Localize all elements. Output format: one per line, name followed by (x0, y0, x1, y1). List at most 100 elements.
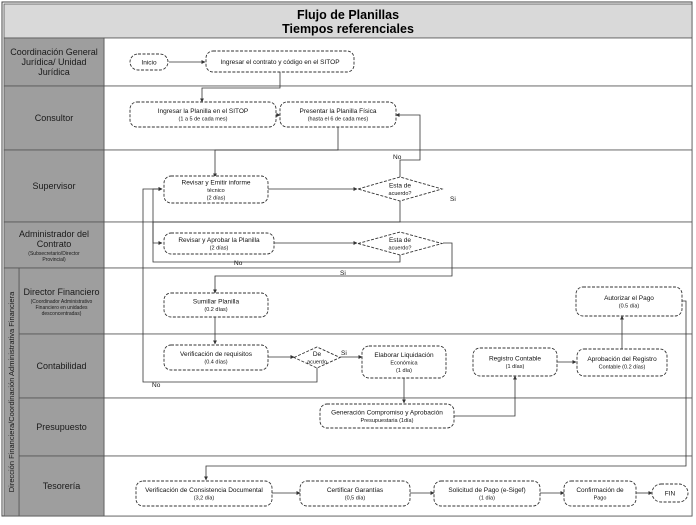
node-text: Verificación de Consistencia Documental (145, 487, 263, 494)
node-esta-acuerdo-2: Esta de acuerdo? (356, 231, 444, 256)
node-text: Autorizar el Pago (604, 295, 654, 302)
node-text: Pago (594, 496, 607, 502)
node-text: (2 días) (207, 195, 226, 201)
node-text: acuerdo (307, 360, 327, 366)
node-text: Aprobación del Registro (587, 356, 657, 363)
lane-header (3, 85, 105, 151)
node-text: Solicitud de Pago (e-Sigef) (448, 487, 525, 494)
node-ingresar-planilla: Ingresar la Planilla en el SITOP (1 a 5 d… (129, 101, 277, 128)
edge-decision1-no (395, 113, 421, 177)
edge-label-si-2: Si (340, 270, 346, 277)
node-verificacion-consistencia: Verificación de Consistencia Documental (… (135, 480, 273, 507)
node-text: Revisar y Emitir informe (182, 179, 251, 186)
edge-label-si-1: Si (450, 196, 456, 203)
node-text: (1 a 5 de cada mes) (179, 117, 228, 123)
node-text: Ingresar la Planilla en el SITOP (158, 108, 249, 115)
lane-sublabel: (Subsecretario/Director (28, 251, 80, 257)
node-text: (0.4 días) (204, 360, 227, 366)
node-registro-contable: Registro Contable(1 días) (472, 347, 558, 377)
node-text: Revisar y Aprobar la Planilla (178, 237, 260, 244)
edge-label-no-3: No (152, 382, 161, 389)
node-certificar-garantias: Certificar Garantías (0,5 día) (299, 480, 411, 507)
node-text: Inicio (141, 59, 157, 66)
node-revisar-aprobar: Revisar y Aprobar la Planilla (2 días) (163, 232, 275, 255)
edge-autorizar-verificacion (204, 300, 687, 481)
node-text: Elaborar Liquidación (374, 352, 434, 359)
lane-header (18, 267, 105, 335)
lane-label: Tesorería (43, 481, 81, 491)
lane-2: Supervisor (3, 149, 693, 223)
node-verificacion-requisitos: Verificación de requisitos(0.4 días) (163, 344, 269, 371)
lane-header (18, 455, 105, 517)
node-text: (1 días) (506, 364, 525, 370)
node-inicio: Inicio (129, 53, 169, 71)
node-text: Generación Compromiso y Aprobación (331, 410, 443, 417)
lane-header (18, 333, 105, 399)
edge-deacuerdo-no (142, 187, 318, 383)
diagram-title: Flujo de Planillas (297, 8, 399, 22)
lane-label: Presupuesto (36, 422, 87, 432)
lane-label: Supervisor (32, 181, 75, 191)
node-text: (0.5 día) (619, 304, 640, 310)
lane-sublabel: Financiero en unidades (36, 305, 88, 311)
node-ingresar-contrato: Ingresar el contrato y código en el SITO… (205, 50, 355, 73)
node-presentar-planilla: Presentar la Planilla Física (hasta el 6 … (279, 101, 397, 128)
lane-header (18, 397, 105, 457)
node-text: técnico (207, 188, 224, 194)
node-text: (1 día) (396, 368, 412, 374)
node-text: Económica (390, 360, 418, 366)
node-text: Presentar la Planilla Física (300, 108, 377, 115)
node-text: acuerdo? (389, 191, 412, 197)
node-confirmacion-pago: Confirmación de Pago (563, 480, 637, 507)
node-text: De (313, 351, 322, 358)
financial-group-bar: Dirección Financiera/Coordinación Admini… (3, 267, 20, 517)
lane-label: Contrato (37, 239, 72, 249)
node-revisar-emitir: Revisar y Emitir informe técnico(2 días) (163, 175, 269, 204)
node-text: (2 días) (210, 246, 229, 252)
lane-header (3, 149, 105, 223)
node-text: Confirmación de (576, 487, 624, 494)
lane-label: Director Financiero (23, 287, 99, 297)
diagram-subtitle: Tiempos referenciales (282, 22, 414, 36)
node-generacion-compromiso: Generación Compromiso y AprobaciónPresup… (319, 403, 455, 429)
node-text: Certificar Garantías (327, 487, 384, 494)
node-text: acuerdo? (389, 246, 412, 252)
node-text: (0,5 día) (345, 496, 366, 502)
lane-sublabel: Provincial) (42, 257, 66, 263)
edge-label-no-2: No (234, 260, 243, 267)
node-text: Ingresar el contrato y código en el SITO… (220, 59, 339, 66)
edge-compromiso-registro (454, 375, 517, 417)
node-solicitud-pago: Solicitud de Pago (e-Sigef) (1 día) (433, 480, 541, 507)
lane-label: Consultor (35, 113, 74, 123)
node-text: (hasta el 6 de cada mes) (308, 117, 369, 123)
node-sumillar: Sumillar Planilla(0.2 días) (163, 292, 269, 318)
node-text: (3,2 día) (194, 496, 215, 502)
edge-label-no-1: No (393, 154, 402, 161)
node-text: Contable (0.2 días) (599, 365, 646, 371)
node-text: Sumillar Planilla (193, 299, 240, 306)
lane-label: Administrador del (19, 229, 89, 239)
edge-label-si-3: Si (341, 350, 347, 357)
lane-label: Contabilidad (36, 361, 86, 371)
lane-sublabel: (Coordinador Administrativo (31, 299, 93, 305)
financial-group-label: Dirección Financiera/Coordinación Admini… (7, 291, 16, 492)
lane-label: Jurídica (38, 67, 70, 77)
node-autorizar-pago: Autorizar el Pago (0.5 día) (575, 286, 683, 317)
lane-sublabel: desconcentradas) (42, 311, 82, 317)
flow-nodes: Inicio Ingresar el contrato y código en e… (129, 50, 689, 507)
node-text: Esta de (389, 183, 411, 190)
node-text: Registro Contable (489, 356, 541, 363)
node-text: (0.2 días) (204, 307, 227, 313)
node-text: (1 día) (479, 496, 495, 502)
edge-decision2-si (213, 242, 453, 294)
lane-header (3, 37, 105, 87)
node-de-acuerdo: De acuerdo (292, 346, 342, 369)
node-text: Esta de (389, 237, 411, 244)
